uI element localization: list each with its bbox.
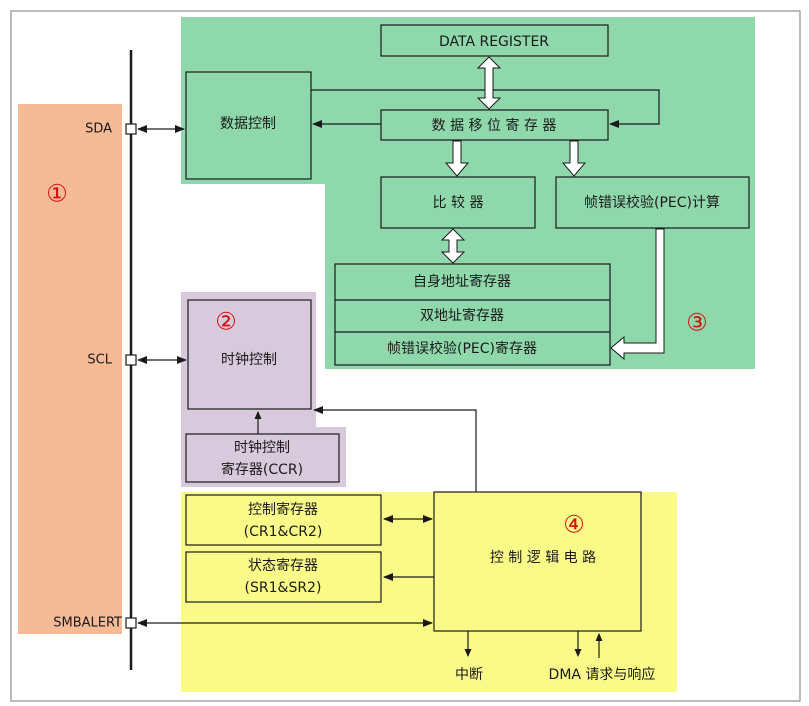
pin-label-sda: SDA (85, 122, 112, 137)
shift-to-pec-calc-arrow (561, 140, 587, 177)
dual-address-label: 双地址寄存器 (420, 307, 504, 324)
shift-to-comparator-arrow (444, 140, 470, 177)
pin-smbalert (125, 617, 137, 629)
region-1-marker: ① (46, 180, 68, 208)
pin-scl (125, 354, 137, 366)
status-register-label-line2: (SR1&SR2) (245, 580, 322, 596)
shift-register-block (380, 109, 609, 141)
dma-label: DMA 请求与响应 (549, 666, 656, 683)
zone-3-background (181, 17, 755, 369)
control-register-block (185, 494, 382, 546)
pin-sda (125, 123, 137, 135)
zone-1-background (18, 104, 122, 634)
clock-control-label: 时钟控制 (221, 351, 277, 368)
control-logic-label: 控 制 逻 辑 电 路 (490, 550, 596, 566)
control-register-label-line2: (CR1&CR2) (244, 524, 323, 540)
data-register-label: DATA REGISTER (439, 34, 549, 50)
comparator-block (380, 176, 536, 229)
region-4-marker: ④ (563, 511, 585, 539)
status-register-label-line1: 状态寄存器 (248, 557, 318, 574)
data-control-label: 数据控制 (220, 116, 276, 132)
control-logic-block (433, 491, 642, 632)
data-register-shift-bus-arrow (476, 56, 502, 110)
comparator-label: 比 较 器 (433, 195, 484, 211)
pin-label-scl: SCL (87, 353, 112, 368)
pec-calc-label: 帧错误校验(PEC)计算 (584, 194, 720, 211)
pec-calc-to-register-arrow (610, 228, 665, 361)
data-register-block (380, 24, 609, 57)
zone-4-background (181, 492, 677, 692)
region-3-marker: ③ (686, 309, 708, 337)
comparator-address-arrow (440, 228, 466, 264)
address-register-group (334, 263, 611, 366)
status-register-block (185, 551, 382, 603)
pec-calc-block (555, 176, 750, 229)
data-control-block (185, 71, 312, 180)
own-address-label: 自身地址寄存器 (413, 273, 511, 290)
ccr-label-line1: 时钟控制 (234, 439, 290, 456)
interrupt-label: 中断 (455, 667, 483, 683)
pin-label-smbalert: SMBALERT (53, 616, 122, 631)
control-register-label-line1: 控制寄存器 (248, 501, 318, 518)
ccr-block (185, 433, 340, 483)
region-2-marker: ② (215, 308, 237, 336)
ccr-label-line2: 寄存器(CCR) (221, 461, 303, 478)
pec-register-label: 帧错误校验(PEC)寄存器 (387, 340, 537, 357)
shift-register-label: 数 据 移 位 寄 存 器 (432, 117, 557, 134)
zone-2-background (181, 292, 346, 487)
logic-to-clock-control-arrow (313, 406, 477, 492)
clock-control-block (187, 299, 312, 410)
